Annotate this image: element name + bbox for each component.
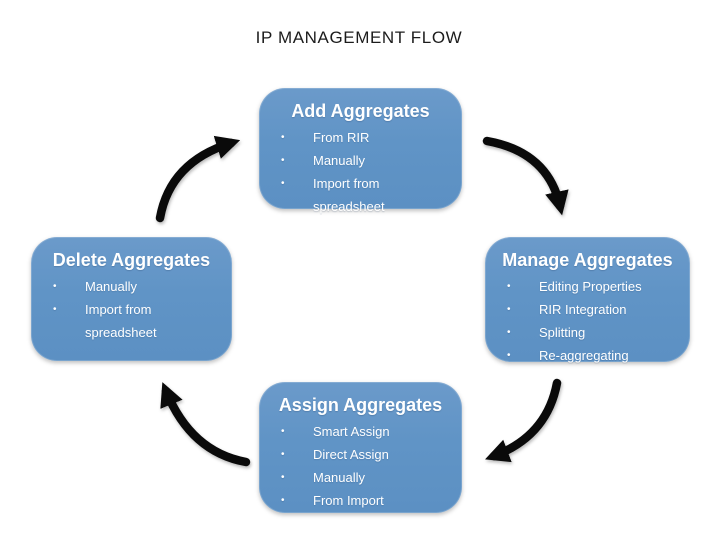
node-add-aggregates: Add Aggregates • From RIR • Manually • Impo… <box>259 88 462 214</box>
node-heading: Manage Aggregates <box>502 250 673 270</box>
bullet-icon: • <box>507 281 511 292</box>
list-item: • Manually <box>267 466 454 489</box>
curved-arrow-manage-to-assign-icon <box>485 378 562 463</box>
node-manage-aggregates: Manage Aggregates • Editing Properties • R… <box>485 237 690 363</box>
list-item-label: From Import <box>313 493 384 508</box>
bullet-icon: • <box>281 155 285 166</box>
node-heading: Add Aggregates <box>291 101 430 121</box>
list-item: • Import from spreadsheet <box>267 172 454 218</box>
list-item-label: Splitting <box>539 325 586 340</box>
list-item: • Smart Assign <box>267 420 454 443</box>
node-heading: Assign Aggregates <box>278 395 443 415</box>
list-item-label: Manually <box>313 470 366 485</box>
curved-arrow-delete-to-add-icon <box>155 135 241 223</box>
node-bullet-list: • Editing Properties • RIR Integration • Sp… <box>493 275 682 367</box>
list-item: • Splitting <box>493 321 682 344</box>
list-item-label: Manually <box>313 153 366 168</box>
bullet-icon: • <box>281 426 285 437</box>
bullet-icon: • <box>53 281 57 292</box>
bullet-icon: • <box>507 350 511 361</box>
list-item: • Manually <box>39 275 224 298</box>
list-item: • Editing Properties <box>493 275 682 298</box>
list-item-label: Direct Assign <box>313 447 389 462</box>
list-item: • Direct Assign <box>267 443 454 466</box>
node-assign-aggregates: Assign Aggregates • Smart Assign • Direct … <box>259 382 462 513</box>
list-item-label: Re-aggregating <box>539 348 629 363</box>
list-item-label: Smart Assign <box>313 424 390 439</box>
list-item: • Manually <box>267 149 454 172</box>
list-item: • From Import <box>267 489 454 512</box>
list-item: • RIR Integration <box>493 298 682 321</box>
bullet-icon: • <box>281 449 285 460</box>
bullet-icon: • <box>507 304 511 315</box>
list-item-label: Import from spreadsheet <box>313 176 385 214</box>
bullet-icon: • <box>281 472 285 483</box>
list-item: • From RIR <box>267 126 454 149</box>
node-bullet-list: • From RIR • Manually • Import from spreads… <box>267 126 454 218</box>
node-bullet-list: • Manually • Import from spreadsheet <box>39 275 224 344</box>
bullet-icon: • <box>281 132 285 143</box>
list-item: • Import from spreadsheet <box>39 298 224 344</box>
curved-arrow-add-to-manage-icon <box>482 136 569 216</box>
list-item: • Re-aggregating <box>493 344 682 367</box>
list-item-label: RIR Integration <box>539 302 627 317</box>
diagram-title: IP MANAGEMENT FLOW <box>255 28 463 47</box>
curved-arrow-assign-to-delete-icon <box>160 382 251 467</box>
list-item-label: Editing Properties <box>539 279 642 294</box>
node-bullet-list: • Smart Assign • Direct Assign • Manually •… <box>267 420 454 512</box>
bullet-icon: • <box>281 178 285 189</box>
bullet-icon: • <box>53 304 57 315</box>
bullet-icon: • <box>281 495 285 506</box>
bullet-icon: • <box>507 327 511 338</box>
list-item-label: Manually <box>85 279 138 294</box>
list-item-label: From RIR <box>313 130 370 145</box>
node-heading: Delete Aggregates <box>52 250 211 270</box>
list-item-label: Import from spreadsheet <box>85 302 157 340</box>
node-delete-aggregates: Delete Aggregates • Manually • Import from… <box>31 237 232 361</box>
